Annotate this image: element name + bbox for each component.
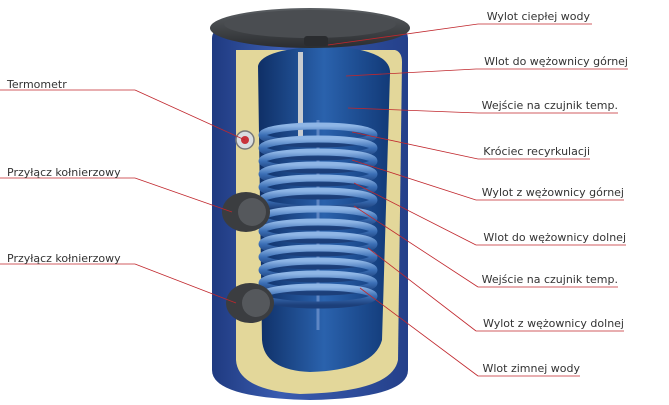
leader-line-upper-coil-inlet xyxy=(345,68,477,77)
lid-port xyxy=(304,36,328,46)
coil-group xyxy=(258,122,378,309)
label-flange-1: Przyłącz kołnierzowy xyxy=(7,166,121,179)
leader-line-upper-coil-outlet xyxy=(351,159,477,201)
leader-line-cold-water-inlet xyxy=(359,287,479,377)
coil-turn xyxy=(258,244,378,270)
coil-turn xyxy=(258,161,378,187)
leader-line-termometr xyxy=(134,89,246,141)
leader-line-flange-2 xyxy=(134,263,237,304)
label-cold-water-inlet: Wlot zimnej wody xyxy=(482,362,580,375)
leader-line-lower-coil-outlet xyxy=(367,247,477,332)
leader-line-sensor-entry-1 xyxy=(347,107,479,114)
label-hot-water-outlet: Wylot ciepłej wody xyxy=(486,10,590,23)
label-recirculation: Króciec recyrkulacji xyxy=(483,145,590,158)
leader-line-lower-coil-inlet xyxy=(353,182,477,246)
label-lower-coil-inlet: Wlot do wężownicy dolnej xyxy=(483,231,626,244)
anode-rod xyxy=(298,52,303,147)
label-flange-2: Przyłącz kołnierzowy xyxy=(7,252,121,265)
lower-flange xyxy=(226,283,274,323)
coil-turn xyxy=(258,174,378,200)
label-sensor-entry-2: Wejście na czujnik temp. xyxy=(481,273,618,286)
leader-line-hot-water-outlet xyxy=(327,23,479,46)
upper-flange xyxy=(222,192,270,232)
label-termometr: Termometr xyxy=(7,78,67,91)
leader-line-sensor-entry-2 xyxy=(353,205,479,288)
leader-line-flange-1 xyxy=(134,177,233,213)
leader-lines xyxy=(0,23,628,377)
coil-turn xyxy=(258,231,378,257)
label-sensor-entry-1: Wejście na czujnik temp. xyxy=(481,99,618,112)
coil-turn xyxy=(258,270,378,296)
label-upper-coil-inlet: Wlot do wężownicy górnej xyxy=(484,55,628,68)
coil-turn xyxy=(258,257,378,283)
coil-turn xyxy=(258,135,378,161)
coil-turn xyxy=(258,218,378,244)
coil-turn xyxy=(258,148,378,174)
label-lower-coil-outlet: Wylot z wężownicy dolnej xyxy=(483,317,624,330)
lid-top xyxy=(224,10,396,38)
leader-line-recirculation xyxy=(351,131,479,160)
coil-turn xyxy=(258,122,378,148)
label-upper-coil-outlet: Wylot z wężownicy górnej xyxy=(481,186,624,199)
